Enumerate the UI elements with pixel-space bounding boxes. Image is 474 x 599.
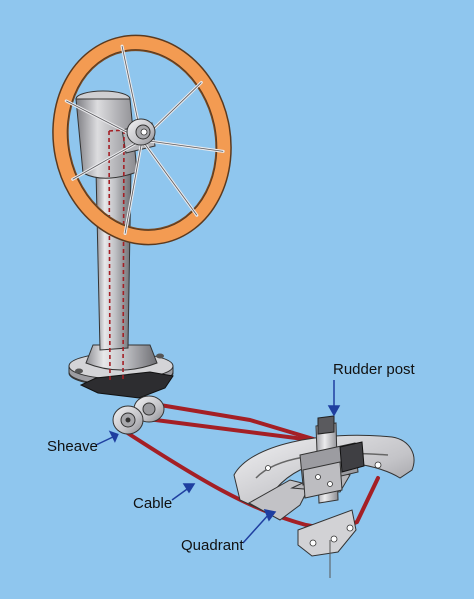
sheave-bracket: [79, 371, 174, 399]
cable-arrow: [171, 483, 196, 501]
label-arrows: [95, 380, 341, 544]
cable-label: Cable: [133, 495, 173, 512]
sheave: [112, 395, 165, 435]
steering-wheel: [52, 34, 232, 246]
pedestal-column: [95, 166, 132, 351]
wheel-hub: [126, 118, 156, 146]
quadrant-arrow: [242, 508, 277, 544]
rudder-post-arrow: [327, 380, 341, 417]
internal-cable-path: [108, 129, 125, 381]
rudder-post-label: Rudder post: [333, 361, 415, 378]
sheave-arrow: [95, 430, 119, 446]
rudder-post: [299, 415, 365, 578]
sheave-label: Sheave: [47, 438, 98, 455]
quadrant-label: Quadrant: [181, 537, 244, 554]
